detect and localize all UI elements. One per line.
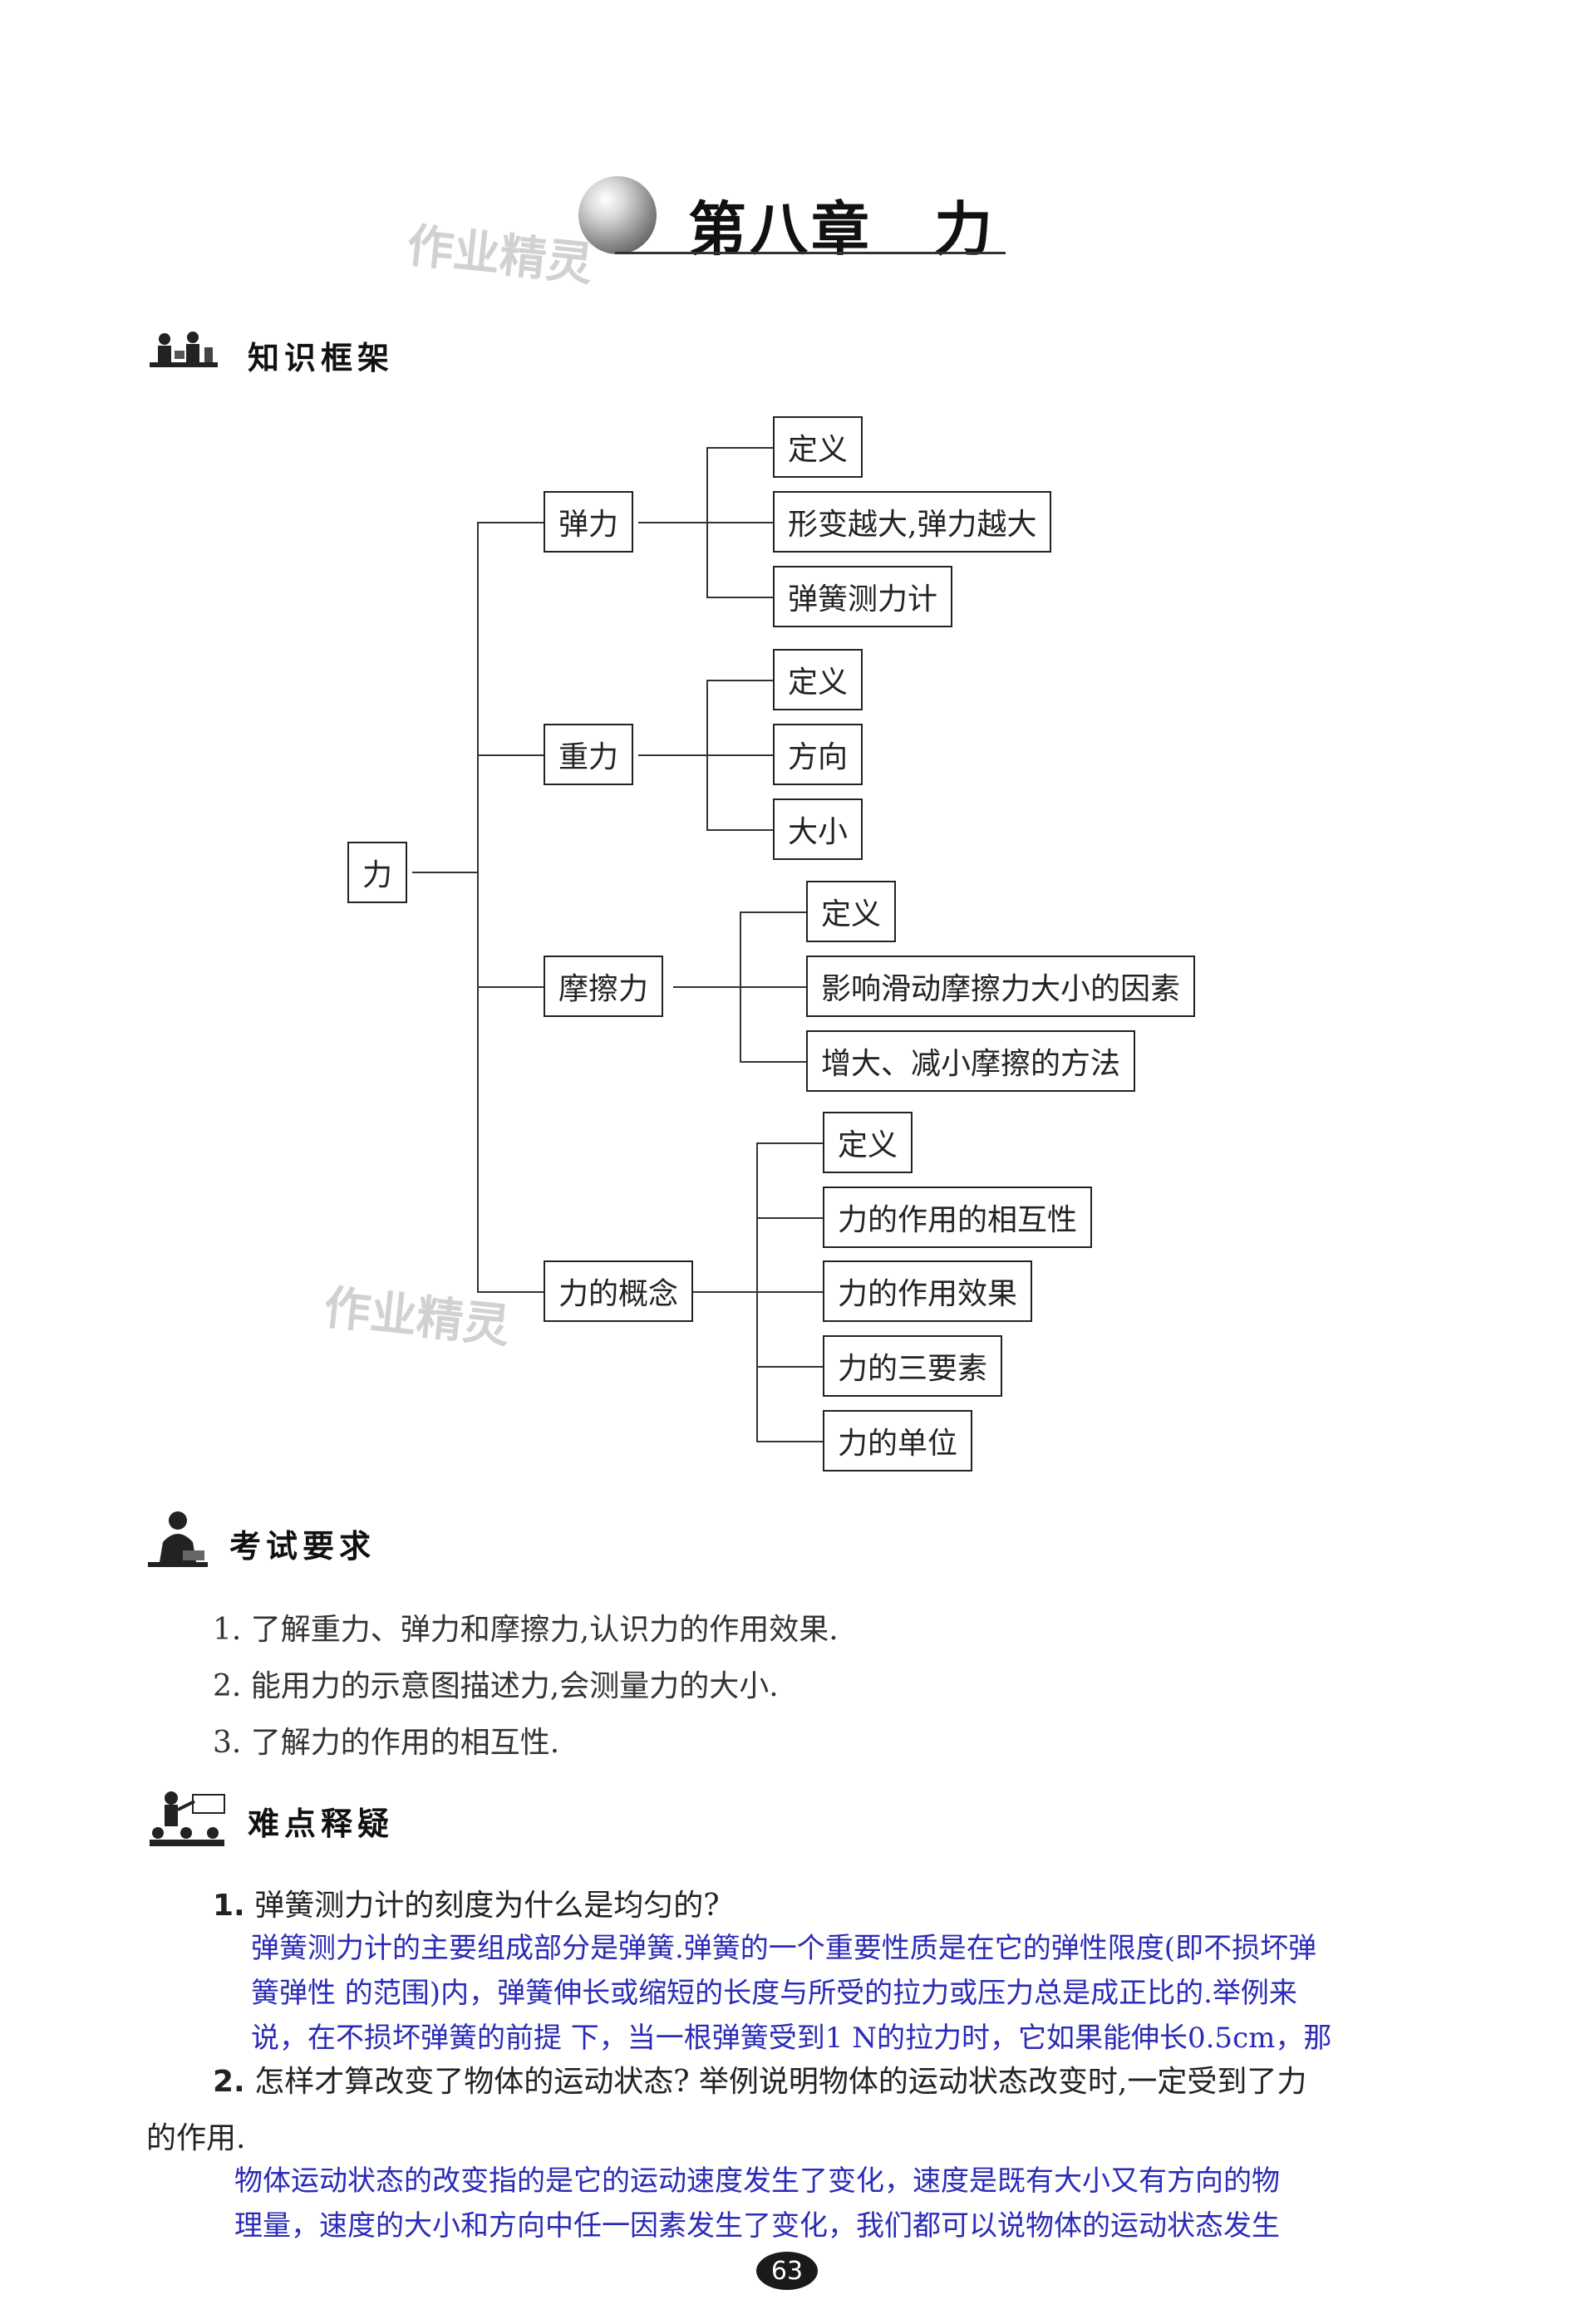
tree-line (477, 986, 544, 988)
teacher-writing-icon (148, 1511, 208, 1567)
title-rule (615, 252, 1006, 254)
page-number: 63 (756, 2252, 818, 2290)
tree-branch-node: 力的概念 (544, 1260, 694, 1322)
tree-line (412, 872, 477, 873)
requirement-item: 1. 了解重力、弹力和摩擦力,认识力的作用效果. (213, 1613, 839, 1647)
tree-leaf-node: 增大、减小摩擦的方法 (806, 1030, 1136, 1092)
answer-1: 弹簧测力计的主要组成部分是弹簧.弹簧的一个重要性质是在它的弹性限度(即不损坏弹 … (251, 1926, 1331, 2061)
tree-line (740, 911, 806, 913)
question-text: 弹簧测力计的刻度为什么是均匀的? (254, 1889, 720, 1923)
lecture-icon (150, 1791, 225, 1846)
watermark: 作业精灵 (404, 219, 596, 292)
chapter-sphere-icon (578, 176, 657, 254)
tree-line (477, 522, 544, 523)
tree-line (706, 522, 773, 523)
tree-leaf-node: 定义 (773, 649, 863, 710)
tree-branch-node: 弹力 (544, 491, 634, 553)
tree-line (638, 754, 706, 756)
question-2: 2. 怎样才算改变了物体的运动状态? 举例说明物体的运动状态改变时,一定受到了力 (213, 2057, 1306, 2100)
answer-line: 簧弹性 的范围)内，弹簧伸长或缩短的长度与所受的拉力或压力总是成正比的.举例来 (251, 1977, 1297, 2010)
tree-line (706, 829, 773, 831)
tree-line (638, 522, 706, 523)
requirement-item: 2. 能用力的示意图描述力,会测量力的大小. (213, 1669, 779, 1703)
answer-line: 理量，速度的大小和方向中任一因素发生了变化，我们都可以说物体的运动状态发生 (234, 2209, 1280, 2243)
tree-line (756, 1366, 823, 1368)
tree-line (706, 447, 773, 449)
section-title-difficulties: 难点释疑 (248, 1806, 395, 1842)
tree-line (756, 1142, 823, 1144)
answer-line: 说，在不损坏弹簧的前提 下，当一根弹簧受到1 N的拉力时，它如果能伸长0.5cm… (251, 2022, 1332, 2055)
tree-line (673, 986, 740, 988)
requirement-item: 3. 了解力的作用的相互性. (213, 1726, 560, 1760)
tree-leaf-node: 弹簧测力计 (773, 566, 953, 627)
tree-leaf-node: 大小 (773, 798, 863, 860)
tree-root-node: 力 (347, 842, 408, 903)
tree-line (756, 1441, 823, 1442)
tree-leaf-node: 定义 (806, 881, 897, 942)
answer-line: 弹簧测力计的主要组成部分是弹簧.弹簧的一个重要性质是在它的弹性限度(即不损坏弹 (251, 1932, 1317, 1965)
tree-leaf-node: 力的三要素 (823, 1335, 1003, 1397)
tree-line (740, 1061, 806, 1063)
question-number: 1. (213, 1889, 245, 1923)
tree-leaf-node: 力的单位 (823, 1410, 973, 1472)
tree-trunk (477, 522, 479, 1291)
tree-line (477, 1291, 544, 1293)
tree-line (756, 1291, 823, 1293)
tree-leaf-node: 方向 (773, 724, 863, 785)
tree-branch-node: 摩擦力 (544, 956, 664, 1017)
tree-line (706, 754, 773, 756)
tree-line (477, 754, 544, 756)
answer-line: 物体运动状态的改变指的是它的运动速度发生了变化，速度是既有大小又有方向的物 (234, 2164, 1280, 2198)
section-title-requirements: 考试要求 (229, 1528, 376, 1565)
tree-leaf-node: 形变越大,弹力越大 (773, 491, 1052, 553)
tree-leaf-node: 定义 (823, 1112, 913, 1173)
question-text: 怎样才算改变了物体的运动状态? 举例说明物体的运动状态改变时,一定受到了力 (254, 2065, 1307, 2099)
tree-line (690, 1291, 756, 1293)
question-2-continued: 的作用. (146, 2121, 246, 2155)
tree-line (740, 986, 806, 988)
watermark: 作业精灵 (321, 1280, 513, 1354)
tree-line (706, 597, 773, 598)
question-1: 1. 弹簧测力计的刻度为什么是均匀的? (213, 1881, 720, 1924)
tree-leaf-node: 力的作用效果 (823, 1260, 1033, 1322)
section-title-framework: 知识框架 (248, 340, 395, 376)
answer-2: 物体运动状态的改变指的是它的运动速度发生了变化，速度是既有大小又有方向的物 理量… (234, 2159, 1280, 2248)
tree-leaf-node: 定义 (773, 416, 863, 478)
tree-line (706, 680, 773, 681)
question-number: 2. (213, 2065, 245, 2099)
tree-leaf-node: 影响滑动摩擦力大小的因素 (806, 956, 1196, 1017)
tree-leaf-node: 力的作用的相互性 (823, 1187, 1093, 1248)
tree-branch-node: 重力 (544, 724, 634, 785)
students-reading-icon (150, 332, 218, 367)
tree-line (756, 1217, 823, 1219)
